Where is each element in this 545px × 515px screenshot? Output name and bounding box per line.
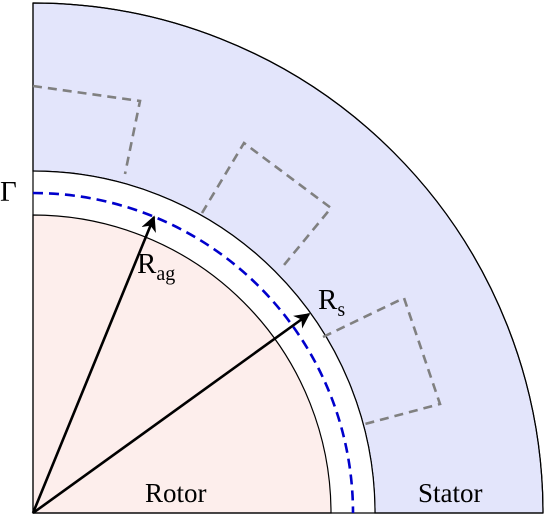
rag-arrow — [31, 215, 156, 514]
stator-label: Stator — [418, 478, 483, 508]
rag-label-main: R — [137, 248, 157, 280]
rs-label: Rs — [318, 284, 345, 321]
rotor-region — [32, 214, 332, 514]
stator-outer-boundary — [32, 2, 544, 514]
stator-slot-outlines — [32, 84, 442, 426]
rag-label-sub: ag — [156, 263, 175, 285]
rs-label-main: R — [318, 284, 338, 316]
rag-label: Rag — [137, 248, 175, 285]
gamma-label: Γ — [0, 176, 17, 208]
rotor-label: Rotor — [145, 478, 207, 508]
rs-label-sub: s — [337, 299, 345, 321]
airgap-region — [33, 171, 375, 513]
stator-inner-boundary — [32, 170, 376, 514]
gamma-contour — [32, 191, 355, 514]
rs-arrow — [32, 312, 311, 515]
